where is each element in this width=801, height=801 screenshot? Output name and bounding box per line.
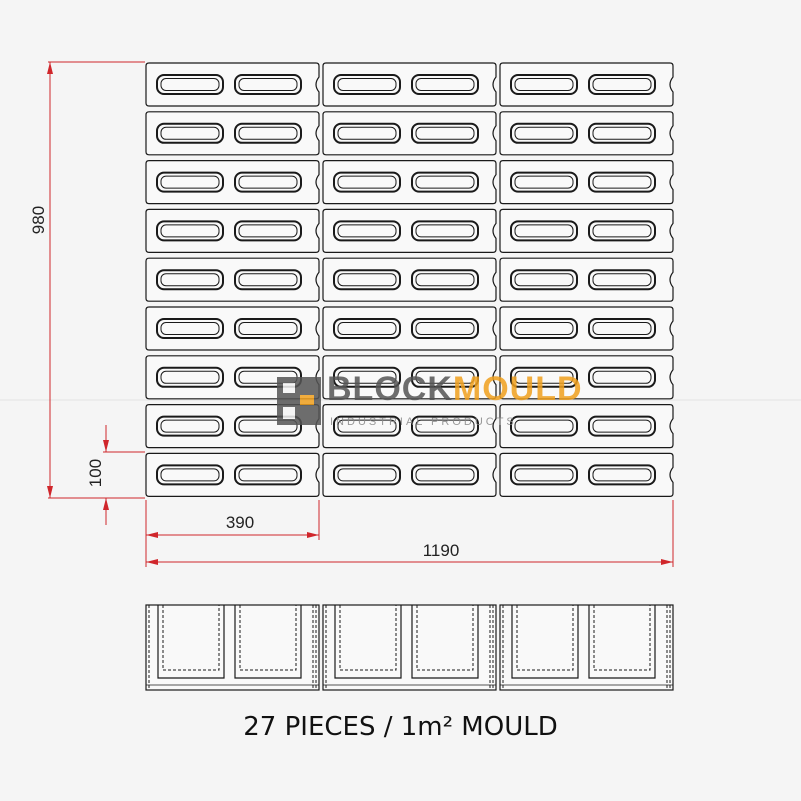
block-elevation-2 — [322, 604, 497, 691]
block-plan-r3-c1 — [145, 160, 320, 205]
block-plan-r5-c2 — [322, 257, 497, 302]
block-elevation-1 — [145, 604, 320, 691]
block-plan-r8-c3 — [499, 404, 674, 449]
watermark-brand: BLOCKMOULD — [327, 370, 583, 408]
block-plan-r2-c1 — [145, 111, 320, 156]
block-height-dimension-label: 100 — [86, 459, 105, 487]
block-plan-r3-c3 — [499, 160, 674, 205]
watermark: BLOCKMOULD INDUSTRIAL PRODUCTS — [277, 370, 583, 428]
block-plan-r2-c2 — [322, 111, 497, 156]
plan-view-grid — [145, 62, 674, 497]
block-plan-r2-c3 — [499, 111, 674, 156]
block-plan-r3-c2 — [322, 160, 497, 205]
block-plan-r7-c3 — [499, 355, 674, 400]
block-length-dimension-label: 390 — [226, 513, 254, 532]
block-plan-r5-c3 — [499, 257, 674, 302]
blockmould-logo-icon — [277, 377, 321, 425]
block-elevation-3 — [499, 604, 674, 691]
block-plan-r9-c3 — [499, 452, 674, 497]
block-plan-r4-c3 — [499, 208, 674, 253]
total-width-dimension-label: 1190 — [423, 541, 460, 560]
block-plan-r7-c2 — [322, 355, 497, 400]
dimension-lines: 980 100 390 1190 — [29, 61, 674, 567]
block-plan-r6-c2 — [322, 306, 497, 351]
block-plan-r5-c1 — [145, 257, 320, 302]
caption: 27 PIECES / 1m² MOULD — [243, 712, 558, 742]
height-dimension-label: 980 — [29, 206, 48, 234]
block-plan-r1-c2 — [322, 62, 497, 107]
block-plan-r8-c1 — [145, 404, 320, 449]
block-plan-r6-c3 — [499, 306, 674, 351]
block-plan-r1-c1 — [145, 62, 320, 107]
watermark-subtitle: INDUSTRIAL PRODUCTS — [330, 416, 517, 428]
block-plan-r6-c1 — [145, 306, 320, 351]
block-plan-r8-c2 — [322, 404, 497, 449]
elevation-view — [145, 604, 674, 691]
block-plan-r4-c2 — [322, 208, 497, 253]
block-plan-r1-c3 — [499, 62, 674, 107]
block-plan-r4-c1 — [145, 208, 320, 253]
block-plan-r9-c1 — [145, 452, 320, 497]
block-plan-r9-c2 — [322, 452, 497, 497]
